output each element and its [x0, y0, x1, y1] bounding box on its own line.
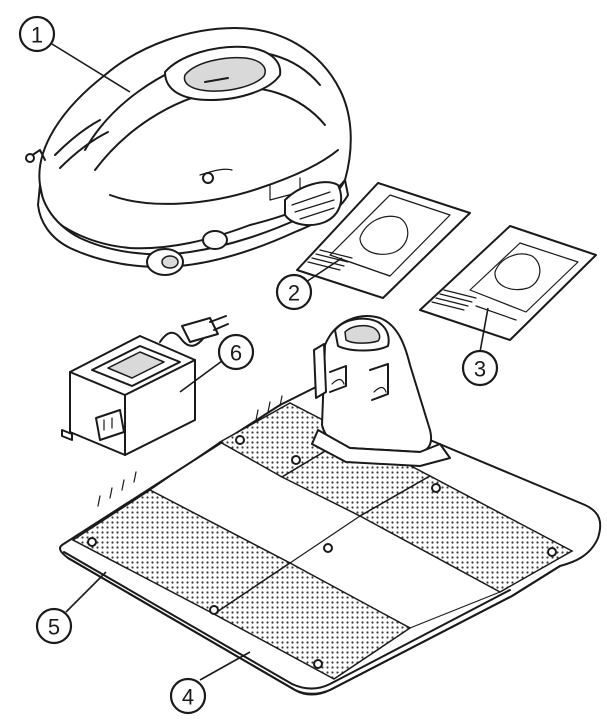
leader-line-4	[199, 651, 251, 681]
manual-booklet-a	[296, 182, 471, 299]
leader-line-5	[65, 571, 107, 613]
callout-3: 3	[461, 349, 499, 387]
callout-4: 4	[169, 677, 207, 715]
callout-1: 1	[18, 15, 56, 53]
leader-lines	[51, 43, 489, 681]
callout-6-label: 6	[230, 341, 242, 366]
charging-station-tower	[311, 315, 451, 467]
callout-4-label: 4	[182, 685, 194, 710]
callout-1-label: 1	[31, 23, 43, 48]
power-supply-transformer	[61, 315, 229, 456]
callout-3-label: 3	[474, 357, 486, 382]
callout-6: 6	[217, 333, 255, 371]
robot-mower	[25, 27, 352, 276]
manual-booklet-b	[419, 225, 597, 341]
leader-line-6	[179, 357, 227, 393]
callout-2-label: 2	[288, 281, 300, 306]
leader-line-3	[479, 307, 489, 353]
callout-2: 2	[275, 273, 313, 311]
callout-5: 5	[35, 607, 73, 645]
leader-line-2	[305, 257, 343, 283]
leader-line-1	[51, 43, 131, 93]
charging-station-base-plate	[59, 384, 602, 696]
callout-5-label: 5	[48, 615, 60, 640]
